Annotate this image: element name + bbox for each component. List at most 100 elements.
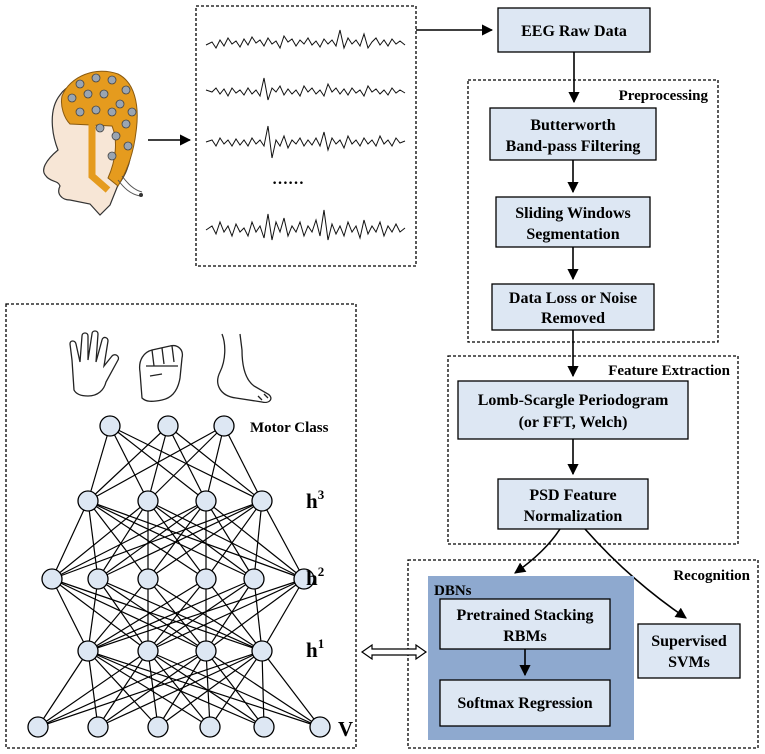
network-node xyxy=(157,415,179,437)
network-edge xyxy=(205,425,225,502)
network-node xyxy=(243,568,265,590)
network-edge xyxy=(147,425,225,502)
network-edge xyxy=(51,578,89,652)
network-node xyxy=(41,568,63,590)
h3-base: h xyxy=(306,489,318,513)
eeg-ellipsis: …… xyxy=(272,171,304,188)
preprocessing-group xyxy=(467,79,719,343)
network-edge xyxy=(51,578,263,652)
network-edge xyxy=(51,578,207,652)
network-edge xyxy=(51,578,149,652)
network-node xyxy=(27,716,49,738)
network-node xyxy=(199,716,221,738)
network-node xyxy=(251,640,273,662)
preprocessing-label: Preprocessing xyxy=(619,88,709,104)
foot-icon xyxy=(217,333,272,404)
network-edge xyxy=(147,578,305,652)
eeg-wave-3 xyxy=(205,125,406,159)
network-edge xyxy=(37,650,263,728)
network-edge xyxy=(87,650,321,728)
network-edge xyxy=(261,650,321,728)
dbn-link-double-arrow xyxy=(360,643,428,661)
network-edge xyxy=(205,650,211,728)
network-edge xyxy=(87,425,225,502)
open-hand-icon xyxy=(69,330,120,397)
network-edge xyxy=(261,650,265,728)
psd-line2: Normalization xyxy=(524,508,623,525)
network-node xyxy=(251,490,273,512)
lomb-line1: Lomb-Scargle Periodogram xyxy=(478,392,669,409)
network-edge xyxy=(253,578,263,652)
fist-icon xyxy=(138,344,184,402)
network-edge xyxy=(37,650,89,728)
network-edge xyxy=(51,500,149,580)
butterworth-line1: Butterworth xyxy=(530,117,615,134)
network-edge xyxy=(147,500,305,580)
network-edge xyxy=(147,578,207,652)
network-edge xyxy=(97,578,207,652)
network-edge xyxy=(147,578,263,652)
svm-line2: SVMs xyxy=(668,654,710,671)
network-edges xyxy=(37,425,321,728)
network-node xyxy=(77,490,99,512)
network-node xyxy=(147,716,169,738)
butterworth-line2: Band-pass Filtering xyxy=(506,138,641,155)
network-edge xyxy=(97,650,263,728)
eeg-raw-data-label: EEG Raw Data xyxy=(521,23,627,40)
network-edge xyxy=(205,650,265,728)
h3-sup: 3 xyxy=(318,487,325,502)
pretrained-line2: RBMs xyxy=(503,628,547,645)
svm-box xyxy=(637,623,741,679)
network-node xyxy=(253,716,275,738)
eeg-raw-data-box xyxy=(497,7,651,53)
network-edge xyxy=(37,650,149,728)
lomb-scargle-box xyxy=(457,380,689,440)
network-edge xyxy=(147,500,207,580)
network-node xyxy=(293,568,315,590)
network-node xyxy=(195,568,217,590)
network-edge xyxy=(51,500,263,580)
network-nodes xyxy=(27,415,331,738)
network-edge xyxy=(87,578,305,652)
network-edge xyxy=(205,500,255,580)
network-edge xyxy=(147,578,255,652)
network-edge xyxy=(147,425,169,502)
lomb-line2: (or FFT, Welch) xyxy=(519,414,628,431)
dataloss-line1: Data Loss or Noise xyxy=(509,290,637,307)
network-edge xyxy=(87,425,111,502)
dataloss-line2: Removed xyxy=(541,310,605,327)
pretrained-line1: Pretrained Stacking xyxy=(456,607,593,624)
network-edge xyxy=(87,650,265,728)
network-edge xyxy=(147,500,263,580)
feature-extraction-group xyxy=(447,355,739,545)
network-edge xyxy=(205,578,263,652)
network-edge xyxy=(205,500,263,580)
network-edge xyxy=(147,500,255,580)
svm-line1: Supervised xyxy=(651,633,727,650)
network-node xyxy=(137,490,159,512)
network-edge xyxy=(87,500,255,580)
eeg-wave-2 xyxy=(205,77,406,101)
network-edge xyxy=(97,500,263,580)
network-edge xyxy=(261,500,305,580)
network-edge xyxy=(205,500,305,580)
h2-label: h2 xyxy=(306,564,324,590)
psd-to-dbn-arrow xyxy=(514,528,561,574)
network-edge xyxy=(253,500,263,580)
eeg-signal-box xyxy=(195,5,417,267)
network-edge xyxy=(87,578,149,652)
h1-sup: 1 xyxy=(318,636,325,651)
network-node xyxy=(77,640,99,662)
network-edge xyxy=(205,578,255,652)
network-node xyxy=(137,640,159,662)
eeg-waveforms xyxy=(205,29,406,241)
network-edge xyxy=(87,425,169,502)
network-edge xyxy=(87,500,149,580)
sliding-line1: Sliding Windows xyxy=(515,205,630,222)
h2-sup: 2 xyxy=(318,564,325,579)
softmax-box xyxy=(439,679,611,727)
h1-base: h xyxy=(306,638,318,662)
network-node xyxy=(137,568,159,590)
